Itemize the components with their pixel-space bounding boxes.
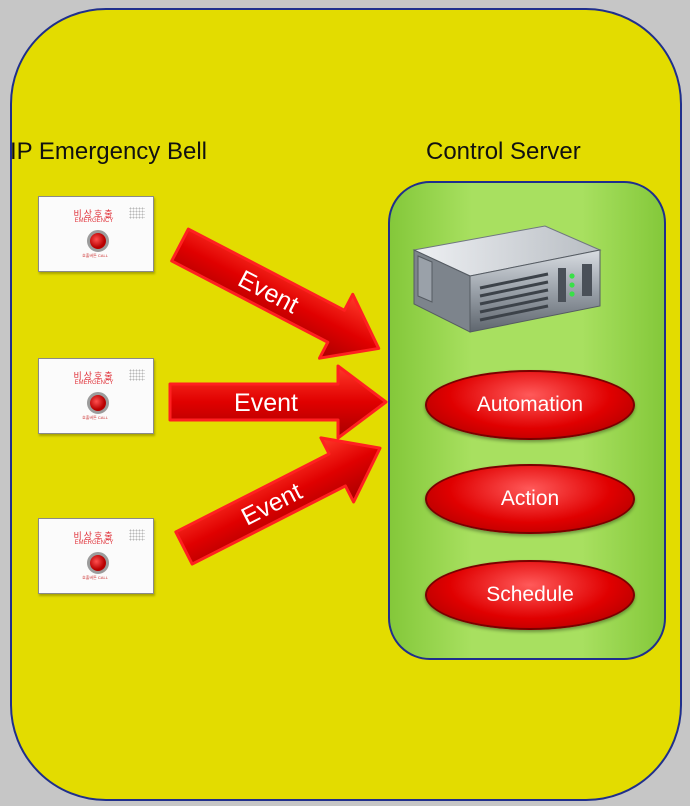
speaker-grill-icon [129, 207, 145, 219]
emergency-bell-3: 비상호출 EMERGENCY 호출버튼 CALL [38, 518, 154, 594]
emergency-bell-2: 비상호출 EMERGENCY 호출버튼 CALL [38, 358, 154, 434]
bells-heading: IP Emergency Bell [10, 138, 207, 165]
action-pill: Action [425, 464, 635, 534]
bell-small-label: 호출버튼 CALL [82, 253, 108, 258]
bell-small-label: 호출버튼 CALL [82, 415, 108, 420]
rack-server-icon [412, 225, 602, 333]
bell-korean-label: 비상호출 [73, 531, 115, 541]
automation-label: Automation [476, 393, 584, 416]
bell-small-label: 호출버튼 CALL [82, 575, 108, 580]
schedule-label: Schedule [486, 583, 574, 606]
schedule-pill: Schedule [425, 560, 635, 630]
event-label-2: Event [234, 389, 298, 417]
speaker-grill-icon [129, 369, 145, 381]
server-heading: Control Server [426, 138, 581, 165]
bell-english-label: EMERGENCY [74, 540, 114, 546]
emergency-button-icon [87, 230, 109, 252]
event-arrow-1: Event [170, 227, 381, 360]
speaker-grill-icon [129, 529, 145, 541]
event-arrow-2: Event [168, 364, 388, 440]
emergency-bell-1: 비상호출 EMERGENCY 호출버튼 CALL [38, 196, 154, 272]
automation-pill: Automation [425, 370, 635, 440]
bell-english-label: EMERGENCY [74, 218, 114, 224]
action-label: Action [500, 487, 560, 510]
bell-korean-label: 비상호출 [73, 209, 115, 219]
emergency-button-icon [87, 392, 109, 414]
emergency-button-icon [87, 552, 109, 574]
bell-korean-label: 비상호출 [73, 371, 115, 381]
bell-english-label: EMERGENCY [74, 380, 114, 386]
event-arrow-3: Event [174, 436, 382, 566]
